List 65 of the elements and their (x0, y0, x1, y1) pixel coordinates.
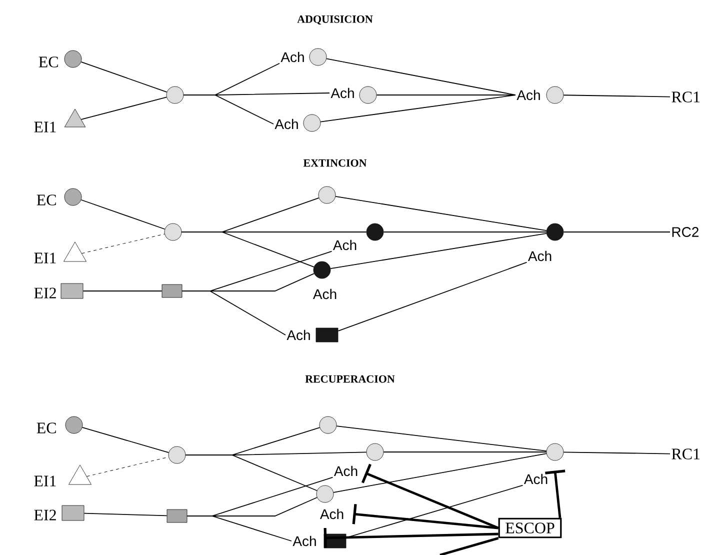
neuron: Ach (280, 48, 327, 66)
node-label: Ach (312, 288, 336, 300)
response-label: RC1 (672, 92, 700, 102)
node-label: Ach (334, 466, 358, 476)
connector (324, 528, 498, 548)
connector (84, 512, 168, 516)
node-label: Ach (280, 52, 304, 62)
labeled-box: ESCOP (498, 518, 562, 538)
connector (352, 504, 498, 530)
connector (563, 452, 670, 454)
connector (182, 290, 286, 336)
connector (563, 94, 670, 98)
neuron (166, 509, 188, 523)
neuron: Ach (516, 86, 564, 104)
connector (186, 516, 292, 542)
connector (86, 456, 169, 477)
neuron (318, 186, 336, 204)
connector (338, 262, 528, 332)
neuron: Ach (528, 223, 564, 262)
connector (82, 234, 165, 254)
neuron: Ach (316, 485, 344, 520)
neuron (319, 416, 337, 434)
connector (80, 61, 168, 93)
connector (336, 426, 547, 452)
neuron: Ach (292, 534, 346, 548)
connector (320, 94, 516, 122)
neuron: Ach (330, 86, 377, 104)
section-title: EXTINCION (303, 159, 367, 167)
node-label: Ach (516, 90, 540, 100)
connector (80, 199, 166, 230)
connector (80, 96, 168, 120)
node-label: Ach (292, 536, 316, 546)
response-label: RC1 (672, 448, 700, 460)
connector (181, 232, 314, 268)
section-title: ADQUISICION (297, 15, 373, 25)
section-title: RECUPERACION (305, 375, 395, 383)
connector (326, 58, 516, 96)
connector (82, 290, 162, 292)
connector (333, 453, 547, 493)
node-label: Ach (274, 118, 298, 130)
connector (545, 470, 566, 518)
neuron: Ach (332, 223, 384, 250)
response-label: RC2 (672, 227, 698, 237)
node-label: Ach (524, 474, 548, 484)
connector (376, 94, 516, 96)
node-label: Ach (528, 250, 552, 262)
node-label: Ach (332, 240, 356, 250)
neuron (162, 284, 182, 298)
neuron: Ach (312, 261, 336, 300)
neuron (164, 223, 182, 241)
connector (440, 537, 499, 555)
neuron: Ach (286, 328, 338, 342)
node-label: Ach (320, 508, 344, 520)
neuron: Ach (274, 114, 321, 132)
connector (330, 232, 547, 270)
neuron: Ach (334, 443, 384, 476)
neuron (166, 86, 184, 104)
neuron: Ach (524, 443, 564, 484)
neuron (168, 446, 186, 464)
connector (183, 94, 274, 124)
node-label: Ach (286, 330, 310, 340)
connector (335, 196, 547, 232)
node-label: Ach (330, 88, 354, 98)
connector (185, 454, 318, 492)
connector (82, 427, 170, 454)
